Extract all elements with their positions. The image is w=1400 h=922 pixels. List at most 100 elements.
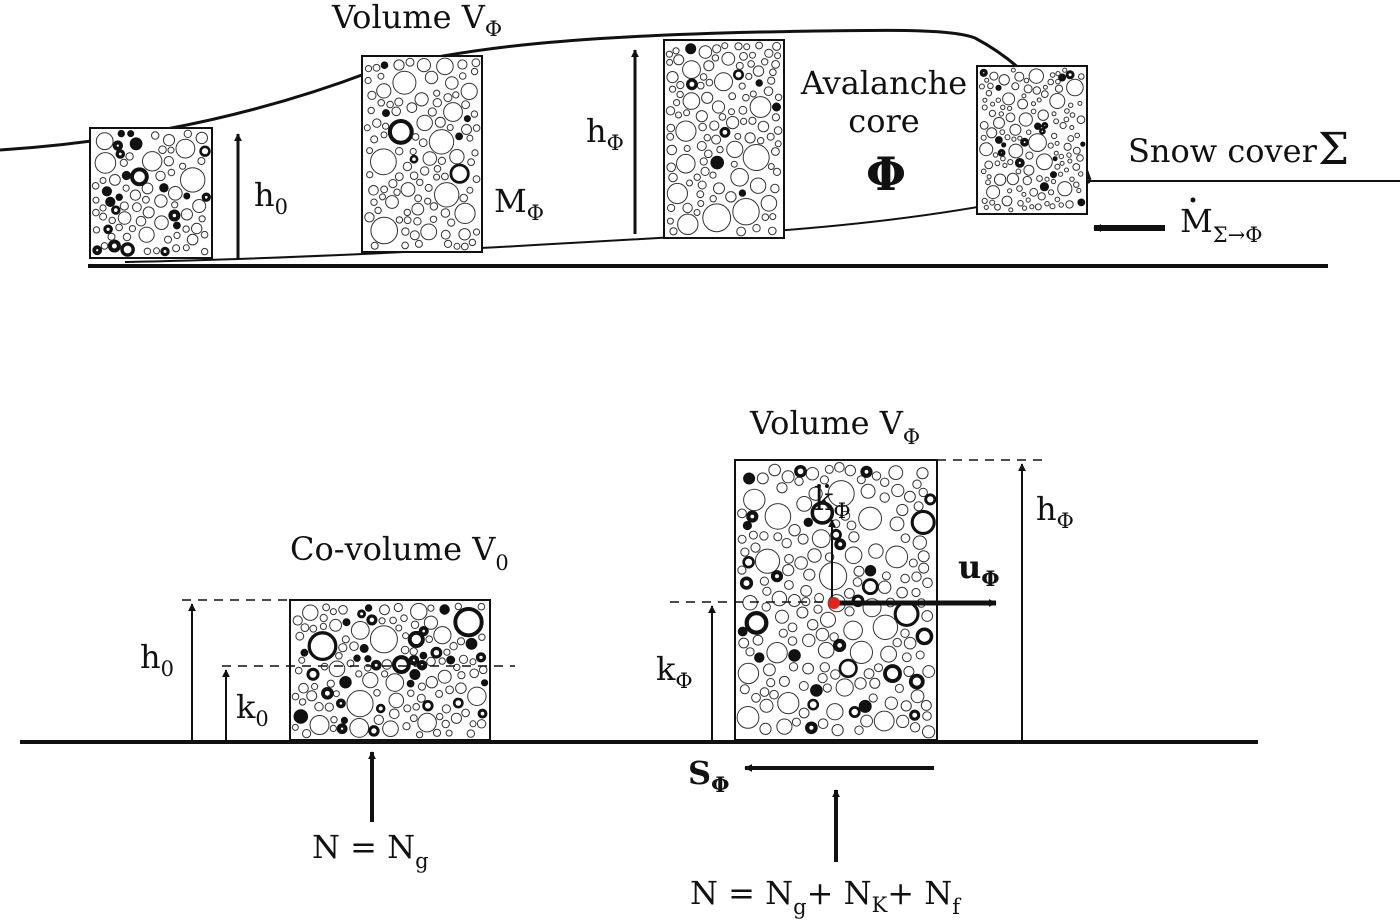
snow-particle bbox=[478, 665, 488, 675]
snow-particle bbox=[1066, 152, 1072, 158]
snow-particle bbox=[685, 43, 697, 55]
snow-particle bbox=[359, 643, 369, 653]
snow-particle bbox=[1074, 132, 1080, 139]
snow-particle bbox=[822, 683, 832, 693]
snow-particle bbox=[1044, 176, 1050, 182]
snow-particle bbox=[366, 614, 378, 626]
snow-particle bbox=[115, 193, 123, 201]
snow-particle bbox=[292, 615, 303, 626]
snow-particle bbox=[135, 215, 147, 227]
snow-particle bbox=[844, 588, 855, 599]
snow-particle bbox=[423, 615, 438, 630]
snow-particle bbox=[767, 163, 775, 170]
snow-particle bbox=[457, 59, 468, 70]
top-hphi-label: hΦ bbox=[586, 112, 624, 155]
snow-particle bbox=[788, 524, 801, 537]
snow-particle bbox=[781, 470, 795, 484]
snow-particle bbox=[374, 206, 382, 215]
snow-particle bbox=[980, 168, 987, 175]
snow-particle bbox=[666, 182, 689, 205]
snow-particle bbox=[402, 161, 413, 172]
snow-particle bbox=[739, 52, 748, 61]
snow-particle bbox=[879, 492, 890, 503]
snow-particle bbox=[416, 58, 431, 73]
snow-particle bbox=[750, 542, 761, 553]
snow-particle bbox=[433, 89, 441, 97]
snow-particle bbox=[121, 170, 132, 181]
snow-particle bbox=[368, 725, 380, 737]
snow-particle bbox=[698, 45, 713, 59]
snow-particle bbox=[418, 138, 428, 148]
snow-particle bbox=[774, 52, 782, 60]
snow-particle bbox=[159, 183, 169, 193]
snow-particle bbox=[918, 562, 930, 574]
snow-particle bbox=[744, 610, 769, 635]
snow-particle bbox=[669, 227, 678, 236]
snow-particle bbox=[888, 465, 904, 481]
snow-particle bbox=[409, 647, 418, 656]
snow-particle bbox=[368, 185, 379, 196]
snow-particle bbox=[364, 65, 373, 73]
snow-particle bbox=[364, 604, 373, 612]
snow-particle bbox=[693, 173, 701, 181]
snow-particle bbox=[434, 116, 446, 128]
snow-particle bbox=[115, 223, 123, 232]
snow-particle bbox=[1058, 202, 1064, 208]
snow-particle bbox=[794, 556, 808, 570]
snow-particle bbox=[1054, 84, 1064, 93]
snow-particle bbox=[92, 208, 100, 217]
snow-particle bbox=[826, 703, 844, 721]
snow-particle bbox=[682, 202, 693, 214]
snow-particle bbox=[860, 483, 876, 499]
snow-cover-label: Snow cover bbox=[1128, 132, 1318, 170]
particle-fill-3 bbox=[665, 41, 783, 237]
snow-particle bbox=[382, 122, 390, 130]
snow-particle bbox=[107, 232, 116, 241]
snow-particle bbox=[425, 676, 438, 689]
snow-particle bbox=[449, 163, 470, 184]
snow-particle bbox=[382, 720, 399, 738]
snow-particle bbox=[834, 462, 845, 473]
snow-particle bbox=[1053, 150, 1059, 156]
snow-particle bbox=[1030, 108, 1037, 115]
snow-particle bbox=[456, 637, 466, 646]
snow-particle bbox=[900, 700, 912, 712]
snow-particle bbox=[100, 242, 109, 250]
snow-particle bbox=[1029, 187, 1039, 197]
snow-particle bbox=[447, 218, 456, 227]
snow-particle bbox=[1068, 102, 1074, 108]
snow-particle bbox=[458, 654, 469, 665]
snow-particle bbox=[192, 199, 207, 213]
snow-particle bbox=[880, 477, 890, 487]
snow-particle bbox=[796, 496, 813, 512]
snow-particle bbox=[366, 171, 374, 179]
snow-particle bbox=[99, 212, 108, 221]
snow-particle bbox=[472, 228, 481, 236]
snow-particle bbox=[766, 678, 776, 688]
snow-particle bbox=[419, 651, 428, 660]
snow-particle bbox=[164, 235, 172, 244]
snow-particle bbox=[393, 188, 401, 196]
snow-particle bbox=[682, 60, 701, 79]
snow-particle bbox=[1047, 142, 1054, 149]
snow-particle bbox=[915, 650, 925, 660]
snow-particle bbox=[997, 148, 1006, 157]
snow-particle bbox=[476, 719, 487, 729]
snow-particle bbox=[370, 216, 399, 245]
snow-particle bbox=[794, 476, 804, 486]
snow-particle bbox=[699, 73, 708, 81]
snow-particle bbox=[982, 97, 988, 103]
snow-particle bbox=[1000, 155, 1006, 162]
snow-particle bbox=[728, 108, 735, 116]
n-right-label: N = Ng+ NK+ Nf bbox=[690, 874, 962, 919]
snow-particle bbox=[1036, 97, 1042, 103]
snow-particle bbox=[1065, 200, 1074, 209]
snow-particle bbox=[759, 722, 772, 736]
snow-particle bbox=[921, 610, 934, 622]
snow-particle bbox=[858, 506, 882, 531]
snow-particle bbox=[878, 580, 892, 594]
snow-particle bbox=[981, 104, 988, 111]
particle-fill-2 bbox=[363, 57, 481, 251]
snow-particle bbox=[781, 538, 792, 549]
snow-particle bbox=[1017, 135, 1023, 141]
